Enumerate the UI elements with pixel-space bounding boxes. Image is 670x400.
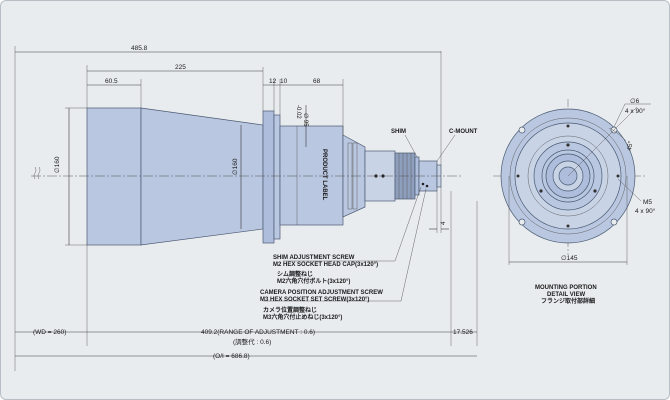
dim-flange-a: 12: [269, 78, 277, 85]
dim-oi: (O/I = 686.8): [213, 353, 250, 360]
dim-adjust-range: 409.2(RANGE OF ADJUSTMENT : 0.6): [201, 329, 315, 336]
flange-step: [273, 114, 281, 240]
product-label-text: PRODUCT LABEL: [321, 149, 327, 201]
camera-screw-label: CAMERA POSITION ADJUSTMENT SCREW: [260, 290, 383, 296]
shim-screw-label: SHIM ADJUSTMENT SCREW: [273, 255, 355, 261]
c-mount-callout: C-MOUNT: [449, 129, 478, 135]
detail-pcd: ∅145: [561, 255, 578, 262]
detail-thread: M5: [643, 199, 652, 206]
dim-rear: 68: [313, 78, 321, 85]
shim-callout: SHIM: [391, 129, 406, 135]
top-dimensions: 485.8 225 60.5 12 10 68 ∅ 95 -0.02: [14, 45, 442, 371]
dim-front-body: 225: [175, 64, 186, 71]
dim-rear-diameter: ∅ 95: [302, 113, 309, 127]
detail-hole-dia: ∅6: [630, 98, 640, 105]
dim-rear-tolerance: -0.02: [295, 105, 301, 119]
dim-adjust-range-jp: (調整代 : 0.6): [233, 337, 271, 346]
bottom-dimensions: (WD = 260) 409.2(RANGE OF ADJUSTMENT : 0…: [15, 191, 478, 360]
rear-barrel: [279, 125, 344, 226]
detail-title-jp: フランジ取付部詳細: [541, 297, 595, 305]
shim-gap-dimension: 4: [429, 187, 449, 233]
mounting-flange: [262, 110, 275, 244]
detail-hole-count: 4 x 90°: [625, 107, 646, 115]
shim-screw-jp-spec: M2六角穴付ボルト(3x120°): [277, 277, 350, 285]
detail-angle: 45°: [625, 140, 635, 151]
dim-total-length: 485.8: [131, 45, 148, 52]
dim-wd: (WD = 260): [33, 329, 66, 336]
detail-title-1: MOUNTING PORTION: [535, 285, 597, 291]
mounting-detail-view: 45° ∅6 4 x 90° M5 4 x 90° ∅145 MOUNTING …: [493, 98, 656, 305]
camera-screw-spec: M3 HEX SOCKET SET SCREW(3x120°): [260, 297, 369, 303]
conical-body: [140, 107, 264, 246]
shim-screw-spec: M2 HEX SOCKET HEAD CAP(3x120°): [273, 262, 378, 268]
dim-front-diameter: ∅160: [54, 156, 61, 173]
diameter-dimensions: ∅160 ∅160: [54, 107, 242, 246]
camera-screw-jp: カメラ位置調整ねじ: [263, 306, 317, 314]
dim-front-step: 60.5: [105, 78, 118, 85]
detail-thread-count: 4 x 90°: [635, 207, 656, 215]
detail-title-2: DETAIL VIEW: [547, 292, 585, 298]
callouts: SHIM C-MOUNT SHIM ADJUSTMENT SCREW M2 HE…: [260, 129, 478, 321]
dim-mid-diameter: ∅160: [232, 158, 239, 175]
dim-back-length: 17.526: [453, 329, 473, 336]
break-marks: [33, 166, 41, 180]
shim-screw-jp: シム調整ねじ: [277, 270, 313, 278]
front-barrel: [86, 107, 142, 246]
dim-flange-b: 10: [280, 78, 288, 85]
camera-screw-jp-spec: M3六角穴付止めねじ(3x120°): [263, 313, 342, 321]
lens-side-view: PRODUCT LABEL: [31, 107, 461, 246]
dim-shim-gap: 4: [440, 221, 447, 225]
